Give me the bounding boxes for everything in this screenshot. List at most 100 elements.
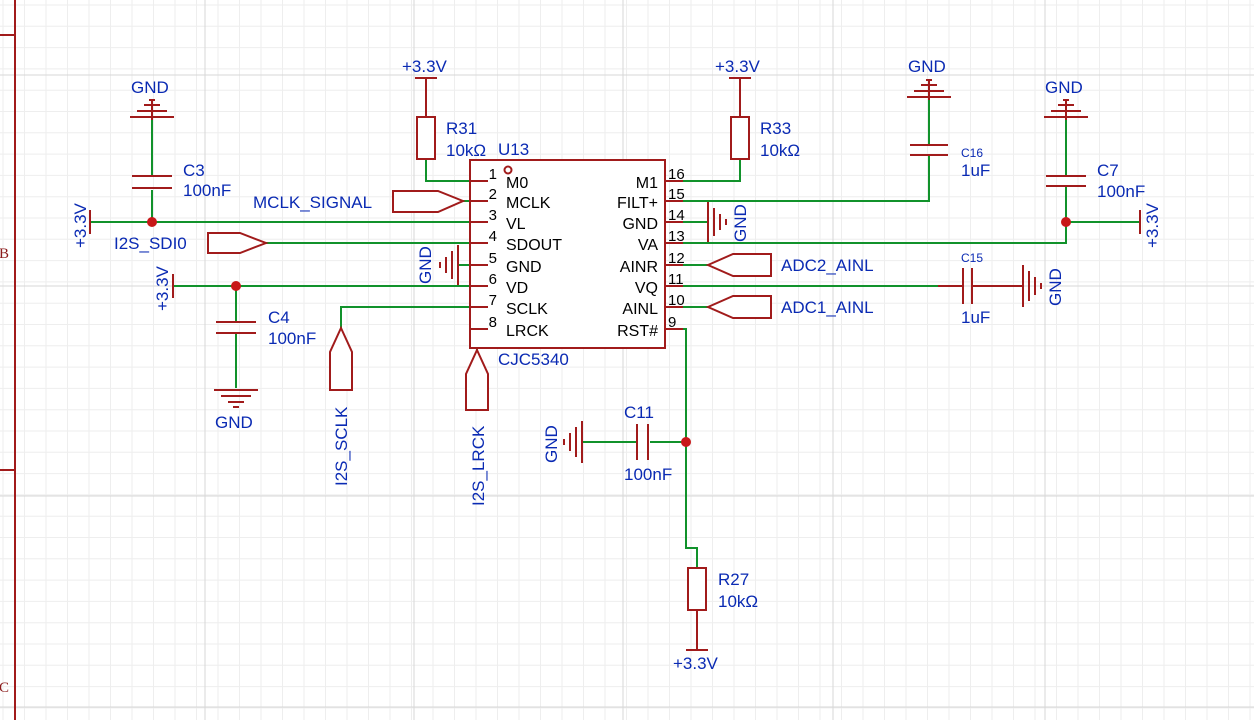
net-label-lrck: I2S_LRCK [469,425,488,506]
gnd-symbol-c11: GND [542,421,583,463]
power-port-vd: +3.3V [153,265,174,311]
gnd-label: GND [731,204,750,242]
pin-name: SCLK [506,301,548,318]
gnd-label: GND [416,246,435,284]
r31-value: 10kΩ [446,141,486,160]
net-port-adc2-ainl[interactable]: ADC2_AINL [705,253,874,277]
net-port-i2s-lrck[interactable]: I2S_LRCK [465,347,489,506]
gnd-symbol-c4: GND [214,389,258,432]
ic-u13[interactable]: U13 CJC5340 1M02MCLK3VL4SDOUT5GND6VD7SCL… [469,140,685,369]
pin-name: MCLK [506,195,551,212]
pin-name: VL [506,216,526,233]
pin-name: M0 [506,175,528,192]
ic-pin-left[interactable]: 6VD [470,271,528,297]
pin-name: RST# [617,323,658,340]
c3-value: 100nF [183,181,231,200]
net-label-sdi0: I2S_SDI0 [114,234,187,253]
c16-ref: C16 [961,146,983,160]
gnd-symbol-c7: GND [1044,78,1088,120]
pin-number: 9 [668,314,676,331]
ic-pin-left[interactable]: 3VL [470,207,526,233]
ic-pin-left[interactable]: 1M0 [470,166,528,192]
gnd-label: GND [1046,268,1065,306]
capacitor-c11[interactable]: C11 100nF [624,403,672,484]
pin-number: 14 [668,207,685,224]
va-power-label: +3.3V [1143,202,1162,248]
vl-power-label: +3.3V [71,202,90,248]
junction-dot [231,281,241,291]
pin-number: 6 [489,271,497,288]
pin-name: AINL [622,301,658,318]
pin-number: 1 [489,166,497,183]
ic-part: CJC5340 [498,350,569,369]
net-port-mclk[interactable]: MCLK_SIGNAL [253,190,466,213]
resistor-r33[interactable]: +3.3V R33 10kΩ [715,57,800,160]
pin-number: 11 [668,271,684,288]
pin-name: M1 [636,175,658,192]
pin-name: VQ [635,280,658,297]
c15-value: 1uF [961,308,990,327]
gnd-symbol-c16: GND [907,57,951,100]
capacitor-c3[interactable]: C3 100nF [132,161,231,200]
pin-name: LRCK [506,323,549,340]
r31-power-label: +3.3V [402,57,448,76]
junction-dot [681,437,691,447]
border-row-b: B [0,246,9,262]
pin-name: AINR [620,259,658,276]
r31-ref: R31 [446,119,477,138]
capacitor-c15[interactable]: C15 1uF [938,251,1023,327]
net-port-adc1-ainl[interactable]: ADC1_AINL [705,295,874,319]
pin-number: 15 [668,186,685,203]
capacitor-c4[interactable]: C4 100nF [216,308,316,348]
resistor-r27[interactable]: R27 10kΩ +3.3V [673,567,758,673]
pin-name: VA [638,237,658,254]
pin-name: VD [506,280,528,297]
c3-ref: C3 [183,161,205,180]
r33-ref: R33 [760,119,791,138]
net-label-ainl: ADC1_AINL [781,298,874,317]
junctions [147,217,1071,447]
capacitor-c7[interactable]: C7 100nF [1046,161,1145,201]
pin-number: 12 [668,250,685,267]
c4-value: 100nF [268,329,316,348]
resistor-r31[interactable]: +3.3V R31 10kΩ [402,57,486,160]
net-port-i2s-sclk[interactable]: I2S_SCLK [329,325,353,486]
r27-value: 10kΩ [718,592,758,611]
gnd-label: GND [131,78,169,97]
pin-number: 8 [489,314,497,331]
vd-power-label: +3.3V [153,265,172,311]
pin-number: 4 [489,228,497,245]
gnd-label: GND [542,425,561,463]
capacitor-c16[interactable]: C16 1uF [910,144,990,180]
pin-name: GND [622,216,658,233]
pin-number: 7 [489,292,497,309]
r33-power-label: +3.3V [715,57,761,76]
border-row-c: C [0,680,9,696]
net-port-i2s-sdi0[interactable]: I2S_SDI0 [114,232,269,254]
gnd-symbol-pin14: GND [707,202,750,242]
sheet-border: B C [0,0,16,720]
power-port-vl: +3.3V [71,202,91,248]
gnd-symbol-c3: GND [130,78,174,120]
pin-number: 2 [489,186,497,203]
pin1-marker [503,165,513,175]
pin-name: SDOUT [506,237,562,254]
pin-name: FILT+ [617,195,658,212]
net-label-sclk: I2S_SCLK [332,406,351,486]
pin-number: 13 [668,228,685,245]
c4-ref: C4 [268,308,290,327]
